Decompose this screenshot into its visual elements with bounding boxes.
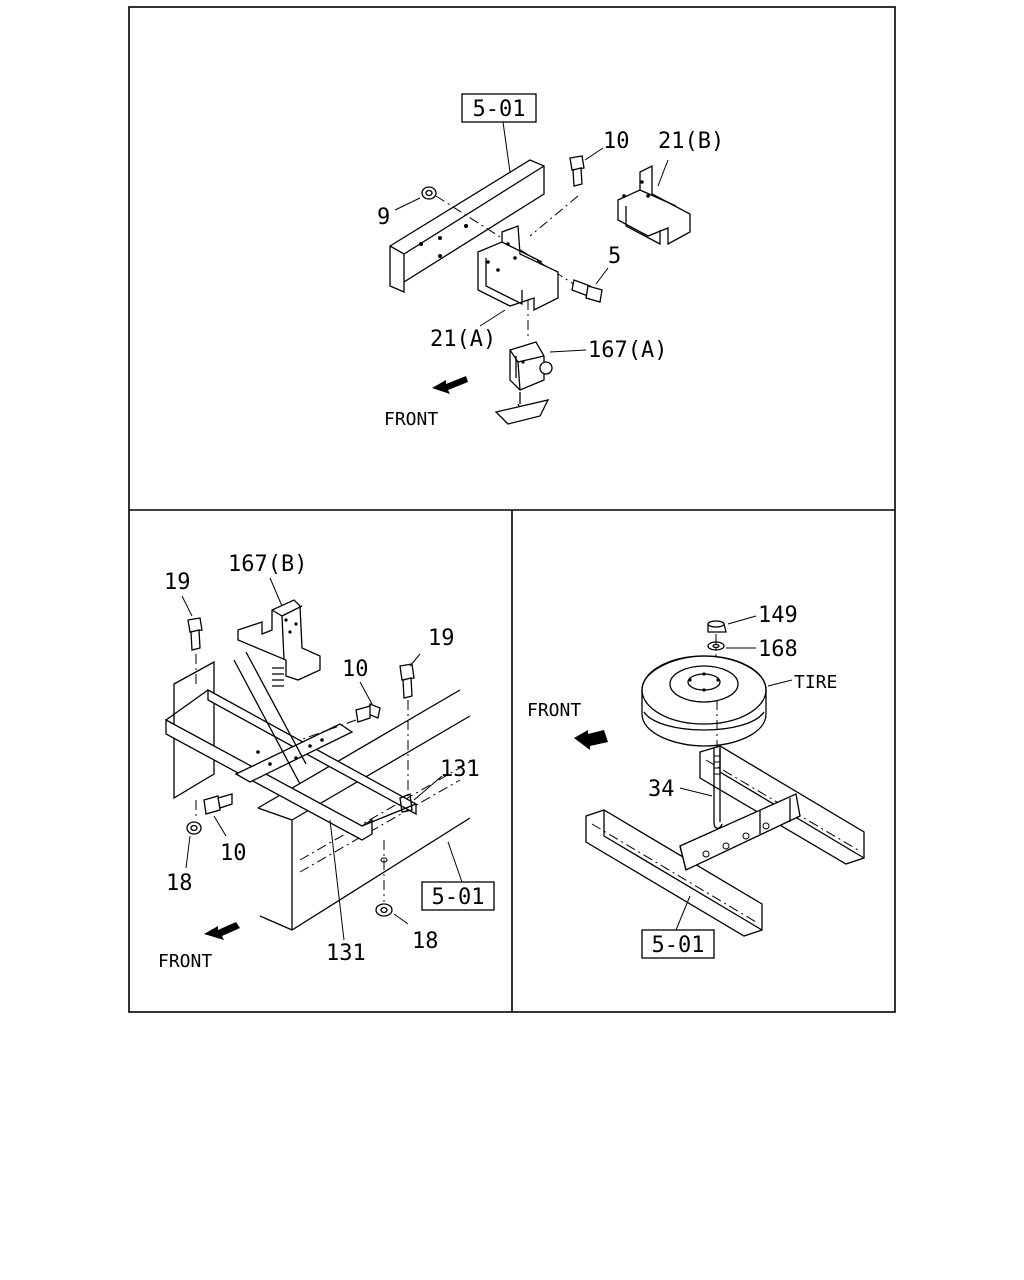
br-frame-rails <box>585 745 865 937</box>
callout-18-bottom: 18 <box>412 929 439 954</box>
bracket-21b[interactable] <box>617 164 691 246</box>
hook-bolt-34[interactable] <box>713 748 723 829</box>
br-ref-box[interactable]: 5-01 <box>641 929 715 959</box>
callout-168: 168 <box>758 637 798 662</box>
callout-167b: 167(B) <box>228 552 307 577</box>
winch-hook-plate <box>494 399 550 425</box>
callout-19-left: 19 <box>164 570 191 595</box>
callout-149: 149 <box>758 603 798 628</box>
bolt-10-bl-bottom[interactable] <box>203 793 233 815</box>
bl-ref-box[interactable]: 5-01 <box>421 881 495 911</box>
callout-131-right: 131 <box>440 757 480 782</box>
callout-19-right: 19 <box>428 626 455 651</box>
top-front-arrow-icon <box>432 376 468 394</box>
spare-tire[interactable] <box>641 655 767 747</box>
top-ref-box-label: 5-01 <box>473 97 526 122</box>
winch-167a[interactable] <box>509 341 553 391</box>
br-front-arrow-icon <box>574 730 608 750</box>
callout-167a: 167(A) <box>588 338 667 363</box>
bolt-10-bl-top[interactable] <box>355 703 381 723</box>
nut-9[interactable] <box>421 186 437 200</box>
bl-front-label: FRONT <box>158 951 212 972</box>
bolt-19-right[interactable] <box>399 663 415 699</box>
bl-mount-plate <box>173 660 215 800</box>
br-front-label: FRONT <box>527 700 581 721</box>
callout-tire: TIRE <box>794 672 837 693</box>
bolt-19-left[interactable] <box>187 617 203 651</box>
winch-167b[interactable] <box>237 599 321 687</box>
top-ref-box[interactable]: 5-01 <box>461 93 537 123</box>
top-front-label: FRONT <box>384 409 438 430</box>
crossmember-131[interactable] <box>165 688 417 841</box>
callout-131-bottom: 131 <box>326 941 366 966</box>
nut-149[interactable] <box>707 620 727 633</box>
br-ref-box-label: 5-01 <box>652 933 705 958</box>
callout-10-bl-bottom: 10 <box>220 841 247 866</box>
callout-21b: 21(B) <box>658 129 724 154</box>
bottom-left-panel: 5-01 FRONT 167(B) 19 19 10 131 10 18 131… <box>158 552 495 972</box>
callout-5: 5 <box>608 244 621 269</box>
bracket-21a[interactable] <box>477 225 559 312</box>
top-panel: 5-01 <box>377 93 724 430</box>
callout-18-left: 18 <box>166 871 193 896</box>
bolt-5[interactable] <box>571 279 603 303</box>
nut-18-bottom[interactable] <box>375 903 393 917</box>
nut-18-left[interactable] <box>186 821 202 835</box>
callout-9: 9 <box>377 205 390 230</box>
callout-10-bl-top: 10 <box>342 657 369 682</box>
top-frame-rail <box>389 159 545 293</box>
bolt-10-top[interactable] <box>569 155 585 187</box>
bottom-right-panel: 5-01 FRONT 149 168 TIRE 34 <box>527 603 865 959</box>
callout-34: 34 <box>648 777 675 802</box>
callout-10-top: 10 <box>603 129 630 154</box>
bl-ref-box-label: 5-01 <box>432 885 485 910</box>
callout-21a: 21(A) <box>430 327 496 352</box>
bl-front-arrow-icon <box>204 922 240 940</box>
